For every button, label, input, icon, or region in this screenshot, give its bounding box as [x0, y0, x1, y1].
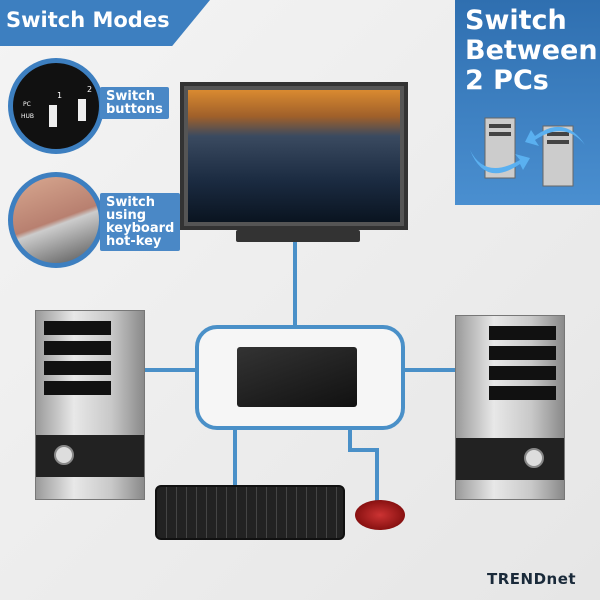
- right-pc-cable: [403, 368, 457, 372]
- switch-modes-banner: Switch Modes: [0, 0, 210, 46]
- keyboard-hotkey-image: [8, 172, 104, 268]
- port1-button: [49, 105, 57, 127]
- panel-line: Switch: [465, 5, 567, 36]
- monitor: [180, 82, 408, 230]
- left-pc-cable: [145, 368, 197, 372]
- mouse-cable: [375, 448, 379, 503]
- panel-line: 2 PCs: [465, 65, 549, 96]
- port2-button: [78, 99, 86, 121]
- power-button: [54, 445, 74, 465]
- mouse-cable: [348, 428, 352, 450]
- keyboard-cable: [233, 428, 237, 486]
- monitor-cable: [293, 242, 297, 327]
- keyboard: [155, 485, 345, 540]
- panel-line: Between: [465, 35, 598, 66]
- kvm-switch-frame: [195, 325, 405, 430]
- monitor-stand: [236, 230, 360, 242]
- desktop-screen: [188, 90, 400, 222]
- banner-title: Switch Modes: [6, 8, 170, 32]
- right-pc: [455, 315, 565, 500]
- switch-buttons-image: PC HUB 1 2: [8, 58, 104, 154]
- port2-label: 2: [87, 85, 93, 94]
- kvm-switch: [237, 347, 357, 407]
- port1-label: 1: [57, 91, 63, 100]
- power-button: [524, 448, 544, 468]
- mouse-cable: [348, 448, 378, 452]
- switch-between-panel: Switch Between 2 PCs: [455, 0, 600, 205]
- hub-led-label: HUB: [21, 113, 35, 120]
- left-pc: [35, 310, 145, 500]
- trendnet-logo: TRENDnet: [487, 570, 577, 588]
- pc-led-label: PC: [23, 101, 31, 108]
- mouse: [355, 500, 405, 530]
- pc-swap-icon: [470, 117, 585, 187]
